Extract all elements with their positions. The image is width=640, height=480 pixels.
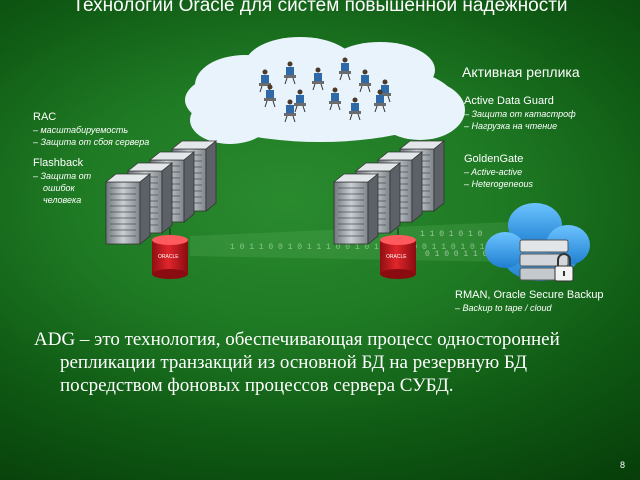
svg-text:1 1 0 1 0 1 0: 1 1 0 1 0 1 0 [420, 230, 483, 239]
database-right-icon: ORACLE [380, 228, 416, 279]
active-replica-label: Активная реплика [462, 64, 580, 80]
flashback-block: Flashback – Защита от ошибок человека [33, 157, 153, 206]
lock-icon [554, 253, 574, 282]
database-left-icon: ORACLE [152, 228, 188, 279]
user-figures-icon [259, 57, 391, 123]
rac-heading: RAC [33, 111, 57, 123]
flashback-item: человека [43, 195, 82, 205]
rac-item: – Защита от сбоя сервера [33, 137, 150, 147]
backup-cloud-icon [485, 203, 590, 281]
rman-item: – Backup to tape / cloud [455, 303, 552, 313]
adg-block: Active Data Guard – Защита от катастроф … [464, 95, 624, 132]
goldengate-item: – Heterogeneous [464, 179, 534, 189]
flashback-item: ошибок [43, 183, 75, 193]
svg-text:1 0 1 1 0 0 1 0 1 1 1 0 0 1 0: 1 0 1 1 0 0 1 0 1 1 1 0 0 1 0 1 1 0 1 0 … [230, 243, 513, 252]
page-number: 8 [620, 460, 626, 470]
goldengate-heading: GoldenGate [464, 153, 524, 165]
server-rack-right-icon [332, 140, 446, 245]
rac-item: – масштабируемость [33, 125, 129, 135]
adg-item: – Защита от катастроф [464, 109, 576, 119]
rman-block: RMAN, Oracle Secure Backup – Backup to t… [455, 289, 635, 314]
server-rack-left-icon [104, 140, 218, 245]
slide-title: Технологии Oracle для систем повышенной … [72, 0, 568, 16]
users-cloud-icon [185, 37, 465, 144]
rac-block: RAC – масштабируемость – Защита от сбоя … [33, 111, 193, 148]
goldengate-block: GoldenGate – Active-active – Heterogeneo… [464, 153, 624, 190]
svg-text:ORACLE: ORACLE [158, 254, 179, 260]
svg-text:ORACLE: ORACLE [386, 254, 407, 260]
adg-heading: Active Data Guard [464, 95, 554, 107]
rman-heading: RMAN, Oracle Secure Backup [455, 289, 604, 301]
adg-item: – Нагрузка на чтение [464, 121, 558, 131]
description-paragraph: ADG – это технология, обеспечивающая про… [34, 329, 560, 396]
goldengate-item: – Active-active [464, 167, 523, 177]
description-text: ADG – это технология, обеспечивающая про… [34, 328, 614, 397]
flashback-item: – Защита от [33, 171, 92, 181]
svg-text:0 1 0 0 1 1 0: 0 1 0 0 1 1 0 [425, 250, 488, 259]
flashback-heading: Flashback [33, 157, 84, 169]
